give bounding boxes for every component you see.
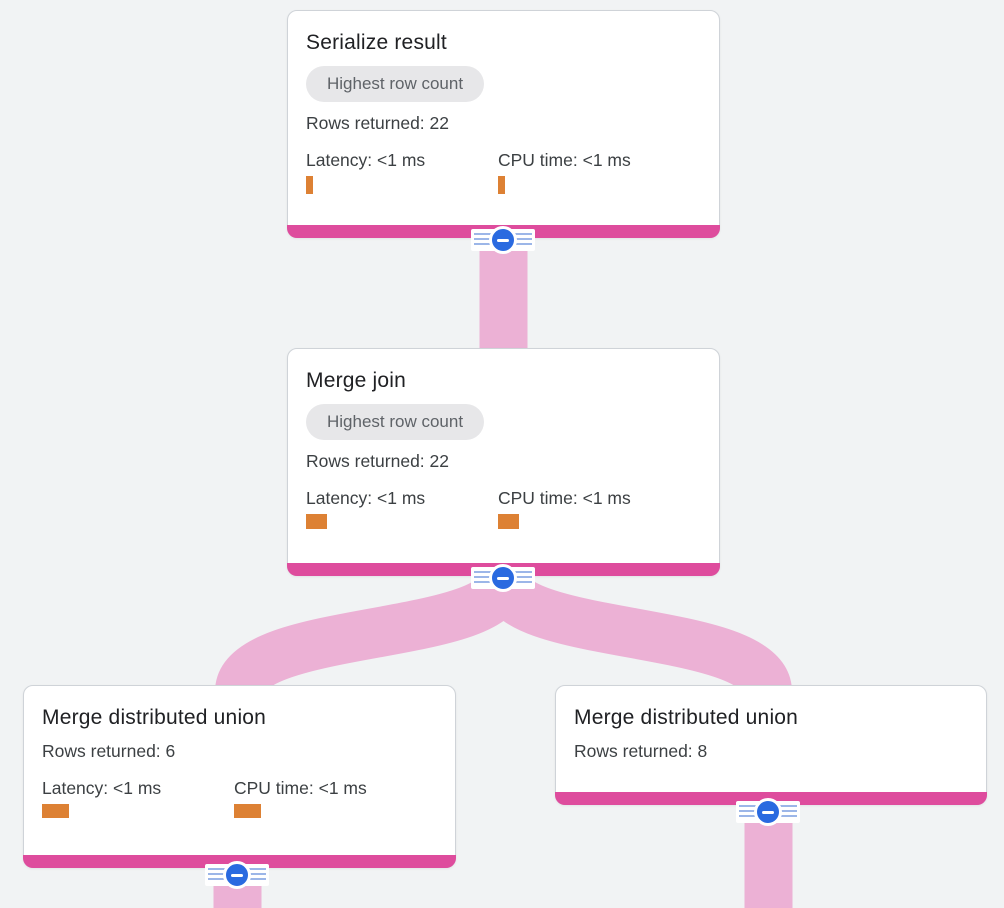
cpu-time-bar xyxy=(498,514,519,529)
cpu-time-metric: CPU time: <1 ms xyxy=(234,778,426,818)
edge-mergejoin-to-left-union xyxy=(215,572,529,697)
minus-icon xyxy=(497,238,509,242)
plan-node-serialize-result[interactable]: Serialize result Highest row count Rows … xyxy=(287,10,720,238)
node-title: Merge distributed union xyxy=(574,706,799,729)
cpu-time-bar xyxy=(498,176,505,194)
collapse-circle[interactable] xyxy=(489,564,517,592)
cpu-time-metric: CPU time: <1 ms xyxy=(498,488,690,529)
collapse-node-button[interactable] xyxy=(736,798,800,826)
cpu-time-label: CPU time: <1 ms xyxy=(498,488,631,508)
cpu-time-bar xyxy=(234,804,261,818)
rows-returned: Rows returned: 6 xyxy=(42,741,176,761)
rows-returned: Rows returned: 22 xyxy=(306,113,449,133)
latency-metric: Latency: <1 ms xyxy=(306,488,498,529)
metrics-row: Latency: <1 ms CPU time: <1 ms xyxy=(306,150,701,194)
stripe-decoration xyxy=(474,233,491,246)
cpu-time-label: CPU time: <1 ms xyxy=(498,150,631,170)
cpu-time-label: CPU time: <1 ms xyxy=(234,778,367,798)
stripe-decoration xyxy=(208,868,225,881)
cpu-time-metric: CPU time: <1 ms xyxy=(498,150,690,194)
latency-label: Latency: <1 ms xyxy=(306,150,426,170)
latency-label: Latency: <1 ms xyxy=(42,778,162,798)
stripe-decoration xyxy=(515,233,532,246)
node-title: Merge distributed union xyxy=(42,706,267,729)
collapse-circle[interactable] xyxy=(489,226,517,254)
latency-bar xyxy=(42,804,69,818)
stripe-decoration xyxy=(739,805,756,818)
metrics-row: Latency: <1 ms CPU time: <1 ms xyxy=(42,778,437,818)
stripe-decoration xyxy=(249,868,266,881)
rows-returned: Rows returned: 22 xyxy=(306,451,449,471)
latency-label: Latency: <1 ms xyxy=(306,488,426,508)
collapse-node-button[interactable] xyxy=(471,226,535,254)
latency-metric: Latency: <1 ms xyxy=(42,778,234,818)
minus-icon xyxy=(762,810,774,814)
stripe-decoration xyxy=(780,805,797,818)
collapse-node-button[interactable] xyxy=(205,861,269,889)
plan-node-merge-distributed-union-left[interactable]: Merge distributed union Rows returned: 6… xyxy=(23,685,456,868)
node-title: Merge join xyxy=(306,369,407,392)
latency-metric: Latency: <1 ms xyxy=(306,150,498,194)
stripe-decoration xyxy=(515,571,532,584)
collapse-circle[interactable] xyxy=(754,798,782,826)
stripe-decoration xyxy=(474,571,491,584)
highest-row-count-badge: Highest row count xyxy=(306,66,485,102)
plan-node-merge-join[interactable]: Merge join Highest row count Rows return… xyxy=(287,348,720,576)
latency-bar xyxy=(306,176,313,194)
edge-mergejoin-to-right-union xyxy=(478,572,792,697)
highest-row-count-badge: Highest row count xyxy=(306,404,485,440)
collapse-circle[interactable] xyxy=(223,861,251,889)
collapse-node-button[interactable] xyxy=(471,564,535,592)
rows-returned: Rows returned: 8 xyxy=(574,741,708,761)
node-title: Serialize result xyxy=(306,31,447,54)
metrics-row: Latency: <1 ms CPU time: <1 ms xyxy=(306,488,701,529)
plan-node-merge-distributed-union-right[interactable]: Merge distributed union Rows returned: 8 xyxy=(555,685,987,805)
minus-icon xyxy=(497,576,509,580)
minus-icon xyxy=(231,873,243,877)
latency-bar xyxy=(306,514,327,529)
